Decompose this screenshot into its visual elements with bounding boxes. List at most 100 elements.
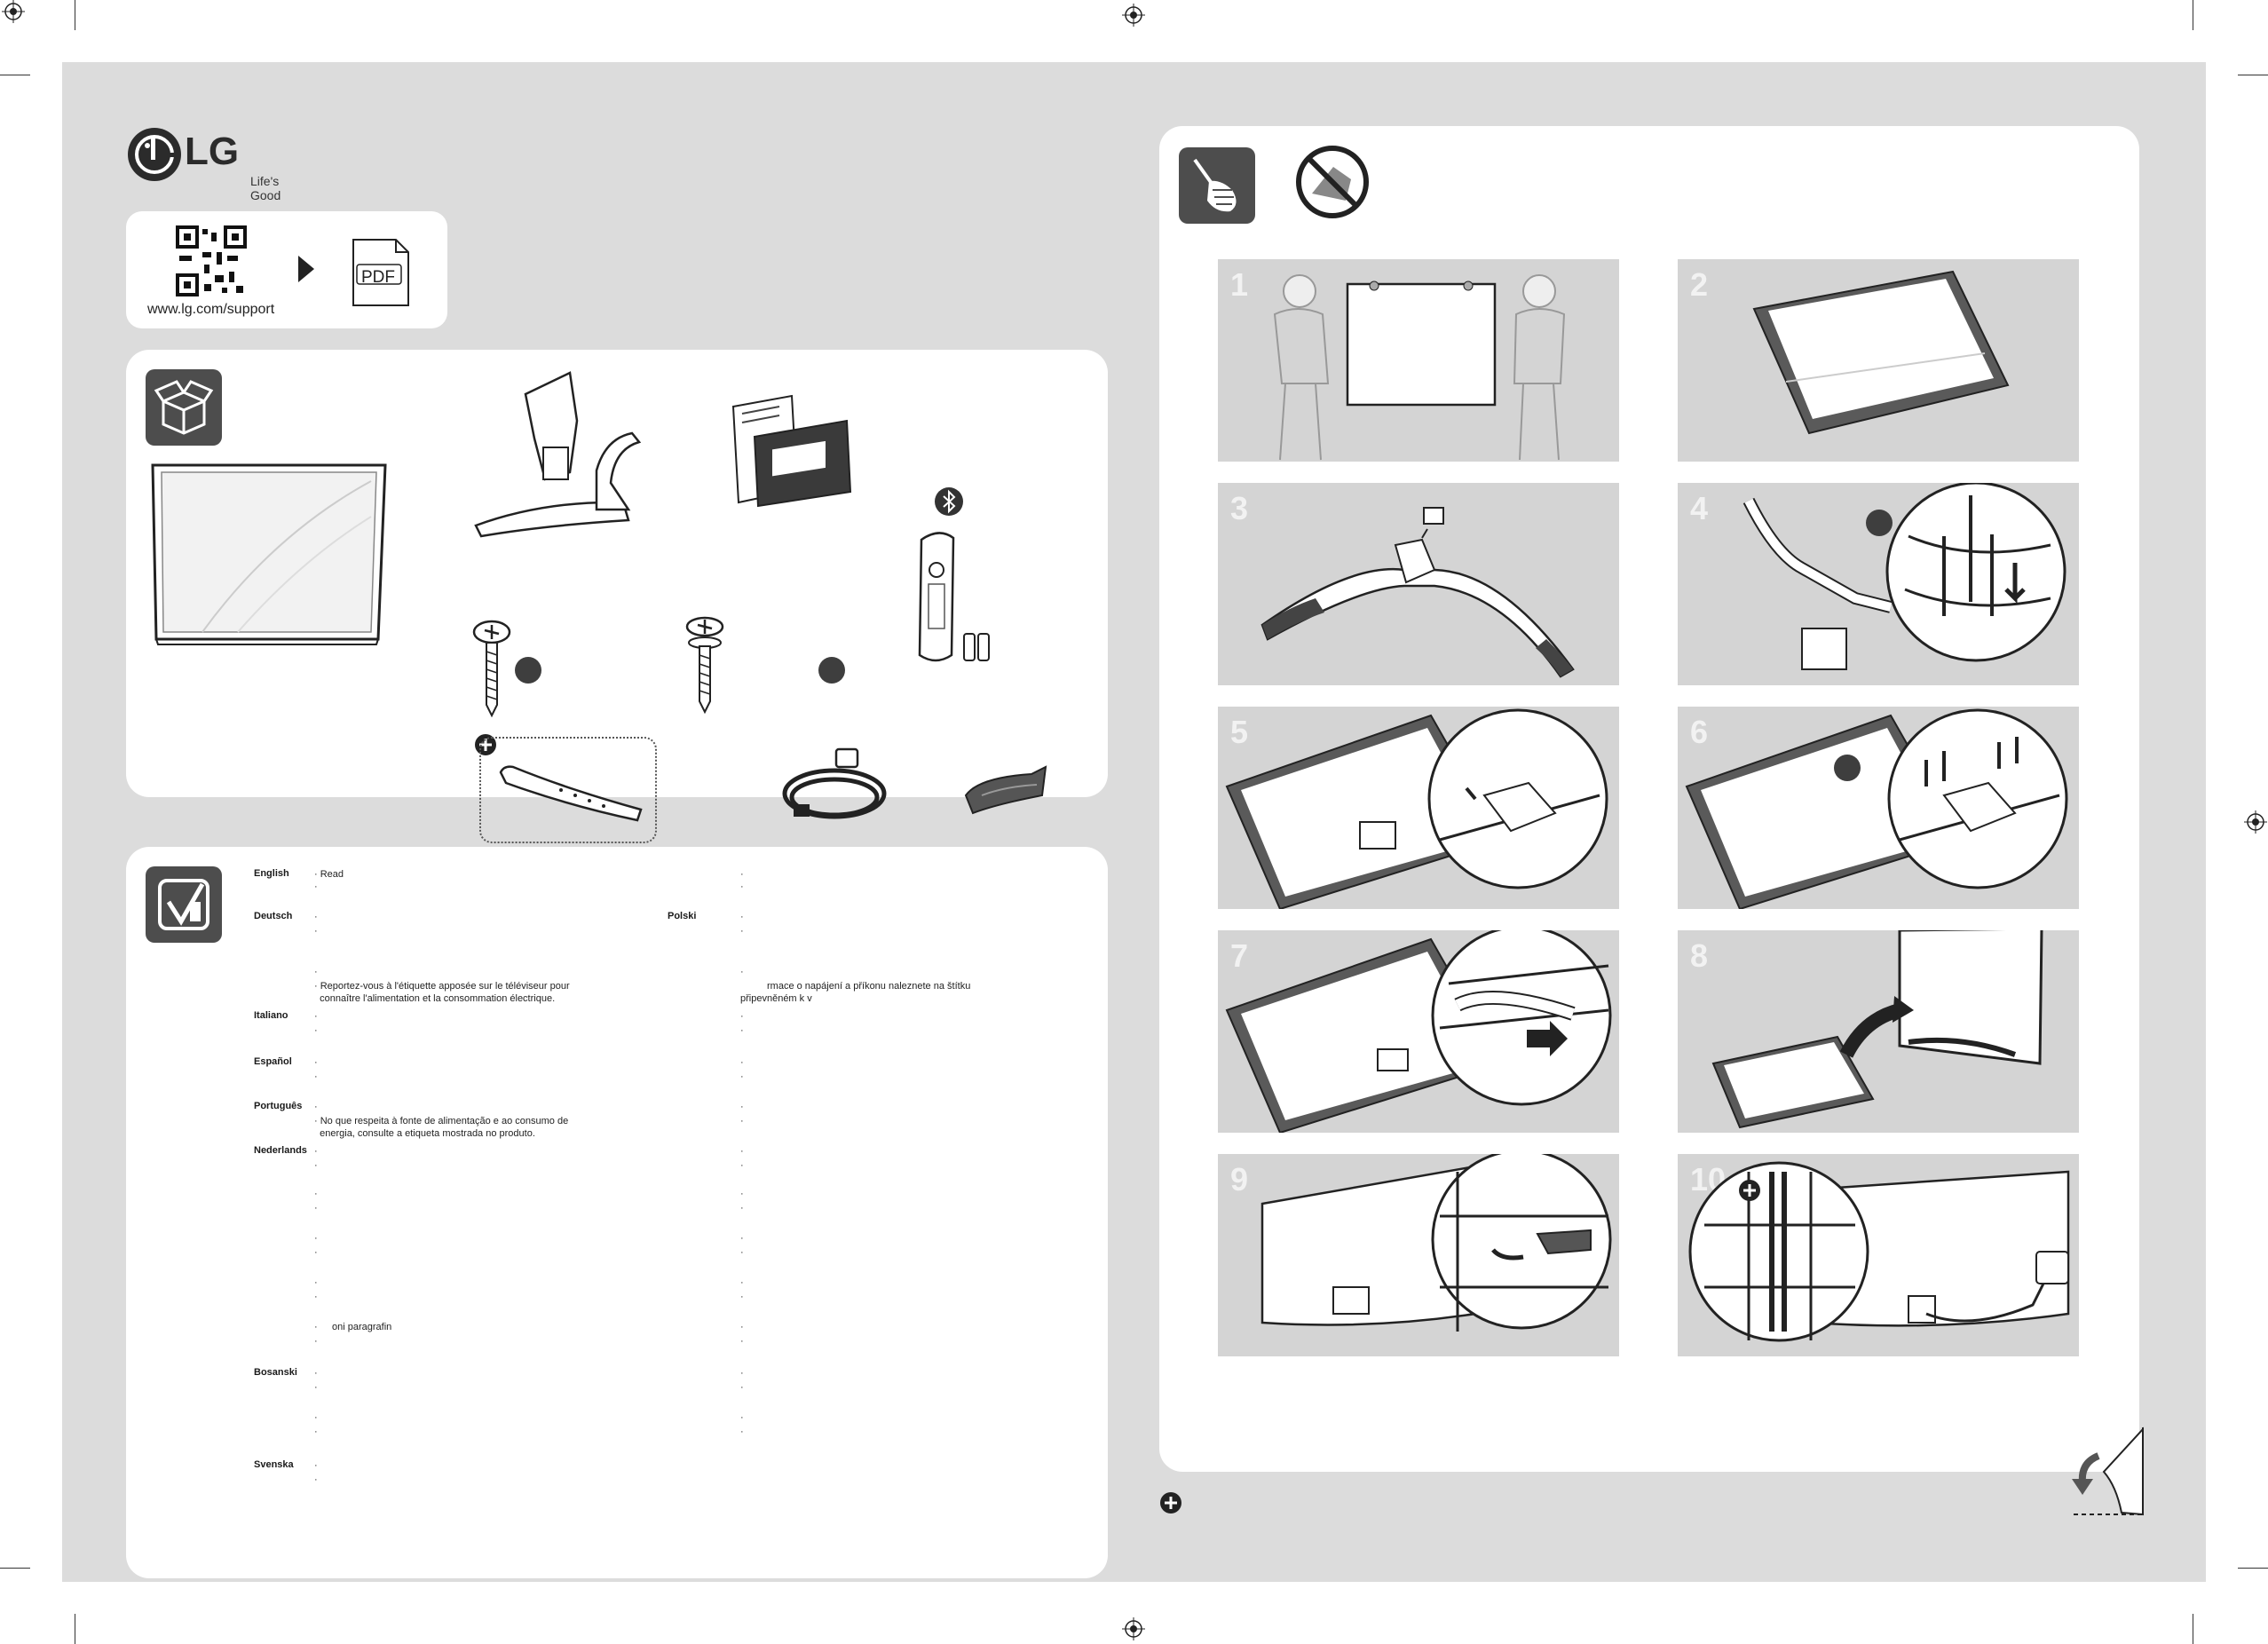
bullet-marker: · (314, 912, 318, 922)
step-number: 3 (1230, 490, 1249, 526)
bullet-marker: · (740, 1277, 744, 1288)
remote-illustration (918, 532, 990, 662)
assembly-panel: 1 2 3 (1159, 126, 2139, 1472)
english-read-note: · Read (314, 869, 344, 880)
bullet-marker: · (740, 1382, 744, 1393)
bullet-marker: · (314, 1189, 318, 1199)
step-number: 4 (1690, 490, 1709, 526)
french-power-note-2: connaître l'alimentation et la consommat… (314, 993, 556, 1004)
czech-power-note-1: rmace o napájení a příkonu naleznete na … (767, 981, 971, 992)
lang-nederlands: Nederlands (254, 1145, 307, 1156)
bullet-marker: · (740, 1203, 744, 1213)
step-number: 6 (1690, 714, 1709, 750)
tv-illustration (151, 463, 387, 645)
screwdriver-icon (1179, 147, 1255, 224)
quantity-badge (1866, 510, 1893, 536)
bullet-marker: · (314, 1025, 318, 1036)
bullet-marker: · (740, 926, 744, 937)
step-1-panel: 1 (1218, 259, 1619, 462)
lang-italiano: Italiano (254, 1010, 288, 1021)
step-2-panel: 2 (1678, 259, 2079, 462)
safety-panel: English · Read · Deutsch · · · · Reporte… (126, 847, 1108, 1578)
bullet-marker: · (314, 1382, 318, 1393)
bullet-marker: · (314, 1460, 318, 1471)
bullet-marker: · (314, 1277, 318, 1288)
step-10-panel: 10 (1678, 1154, 2079, 1356)
power-cord-illustration (782, 747, 887, 819)
bullet-marker: · (314, 1057, 318, 1068)
french-power-note-1: · Reportez-vous à l'étiquette apposée su… (314, 981, 570, 992)
bullet-marker: · (740, 881, 744, 892)
support-url[interactable]: www.lg.com/support (147, 302, 275, 317)
lang-deutsch: Deutsch (254, 911, 293, 921)
step-9-panel: 9 (1218, 1154, 1619, 1356)
bullet-marker: · (740, 1011, 744, 1022)
bullet-marker: · (740, 1368, 744, 1379)
bullet-marker: · (314, 1011, 318, 1022)
registration-mark-icon (2, 0, 25, 23)
czech-power-note-2: připevněném k v (740, 993, 812, 1004)
bullet-marker: · (740, 1336, 744, 1347)
step-3-panel: 3 (1218, 483, 1619, 685)
bullet-marker: · (740, 1160, 744, 1171)
bullet-marker: · (740, 1057, 744, 1068)
step-8-panel: 8 (1678, 930, 2079, 1133)
qr-code-icon (176, 225, 247, 296)
quantity-badge (1834, 755, 1861, 781)
lang-polski: Polski (668, 911, 697, 921)
lang-svenska: Svenska (254, 1459, 294, 1470)
bullet-marker: · (314, 1292, 318, 1302)
bullet-marker: · (314, 1336, 318, 1347)
bullet-marker: · (314, 1203, 318, 1213)
optional-accessory-frame (479, 737, 657, 843)
bullet-marker: · (740, 1292, 744, 1302)
lang-bosanski: Bosanski (254, 1367, 297, 1378)
support-panel: www.lg.com/support PDF (126, 211, 447, 328)
step-5-panel: 5 (1218, 707, 1619, 909)
bullet-marker: · (314, 1247, 318, 1258)
box-icon (146, 369, 222, 446)
bullet-marker: · (740, 1427, 744, 1437)
bullet-marker: · (314, 1474, 318, 1485)
step-4-panel: 4 (1678, 483, 2079, 685)
bullet-marker: · (740, 1116, 744, 1126)
page-turn-icon (2072, 1427, 2144, 1516)
registration-mark-icon (1122, 1617, 1145, 1640)
bullet-marker: · (740, 1189, 744, 1199)
manual-sheet: LG Life's Good www.lg.com/support PDF (62, 62, 2206, 1582)
bullet-marker: · (740, 1025, 744, 1036)
cable-clip-illustration (964, 765, 1047, 815)
bullet-marker: · (740, 1247, 744, 1258)
plus-icon (1160, 1492, 1181, 1514)
portuguese-power-note-2: energia, consulte a etiqueta mostrada no… (314, 1128, 535, 1139)
bullet-marker: · (314, 926, 318, 937)
bullet-marker: · (314, 1102, 318, 1112)
cable-tie-illustration (499, 765, 643, 822)
accessories-panel (126, 350, 1108, 843)
brand-tagline: Life's Good (250, 174, 281, 202)
bullet-marker: · (740, 1412, 744, 1423)
step-6-panel: 6 (1678, 707, 2079, 909)
bullet-marker: · (314, 1412, 318, 1423)
screw-illustration (472, 620, 511, 718)
bullet-marker: · (314, 1160, 318, 1171)
bullet-marker: · (740, 1233, 744, 1244)
bullet-marker: · (740, 1322, 744, 1332)
lg-logo-icon (128, 128, 181, 181)
arrow-right-icon (298, 256, 314, 282)
bullet-marker: · (314, 1368, 318, 1379)
lang-espanol: Español (254, 1056, 292, 1067)
quantity-badge (515, 657, 541, 684)
registration-mark-icon (1122, 4, 1145, 27)
crop-mark (2238, 1568, 2268, 1569)
brand-name: LG (185, 130, 240, 173)
pdf-file-icon (352, 239, 409, 306)
checklist-icon (146, 866, 222, 943)
bullet-marker: · (314, 1071, 318, 1082)
bullet-marker: · (740, 967, 744, 977)
step-number: 8 (1690, 937, 1709, 974)
manual-illustration (731, 394, 852, 508)
step-7-panel: 7 (1218, 930, 1619, 1133)
plus-icon (1739, 1180, 1760, 1201)
bullet-marker: · (740, 912, 744, 922)
